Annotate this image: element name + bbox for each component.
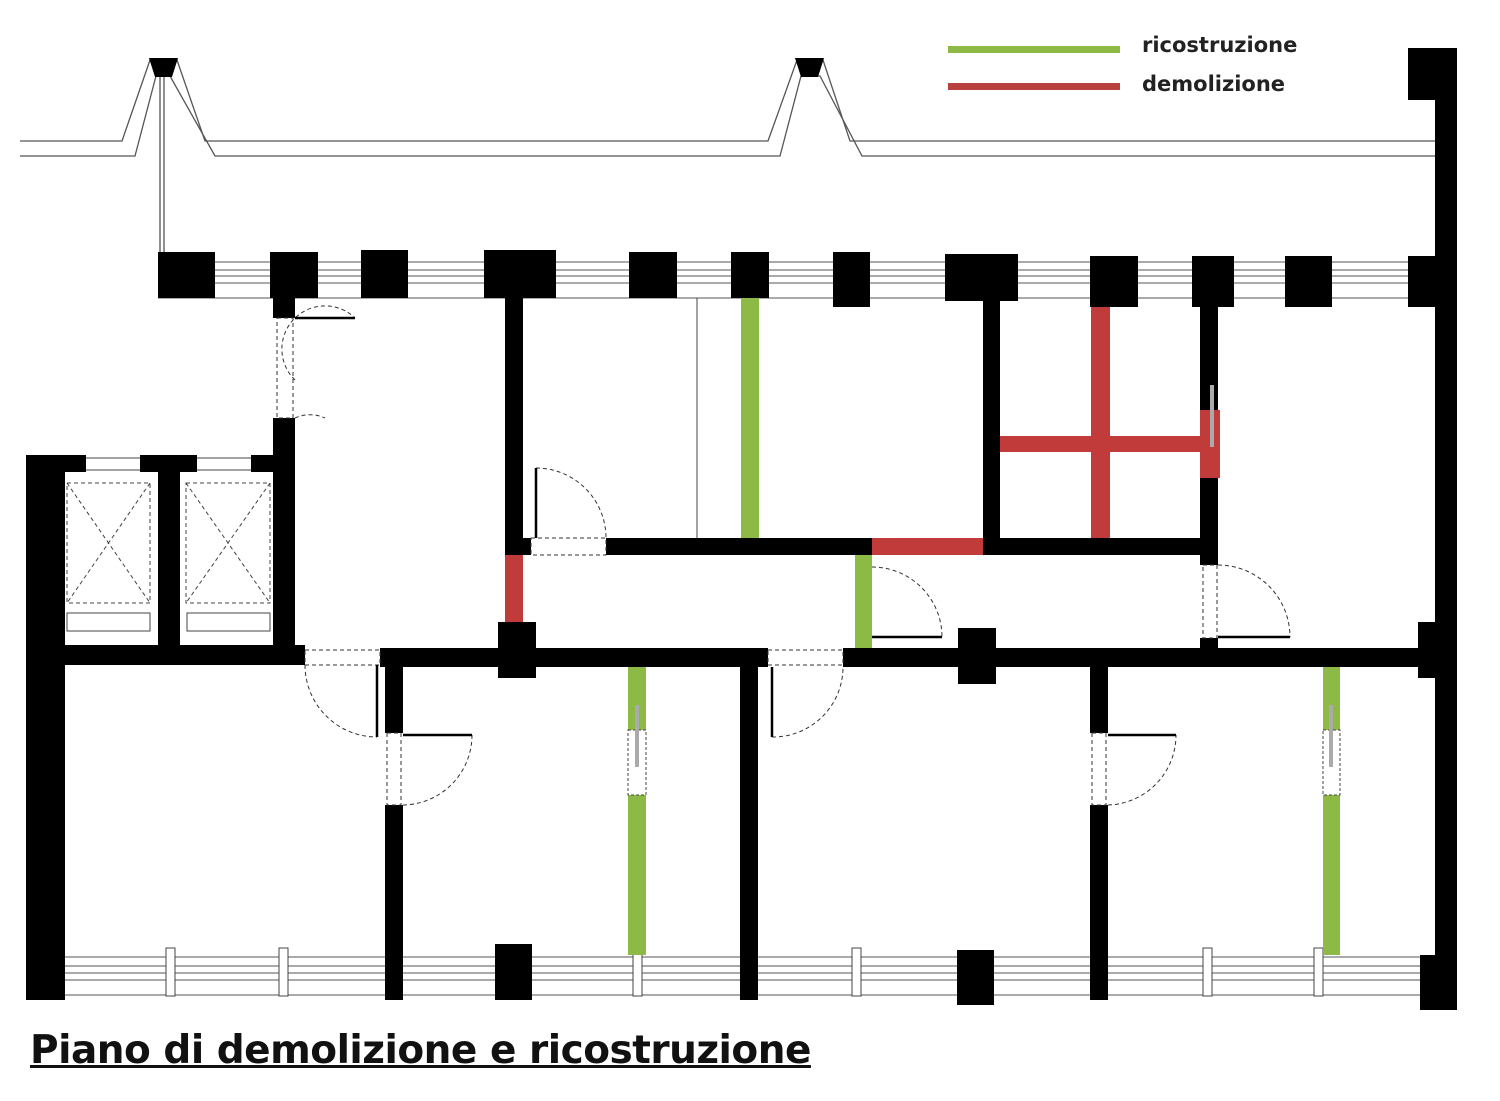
legend-label-ricostruzione: ricostruzione — [1142, 33, 1298, 57]
legend-swatch-demolizione — [948, 83, 1120, 90]
chimney-right — [795, 58, 824, 77]
swing-doors — [276, 305, 1291, 806]
elevator-shafts — [66, 457, 271, 632]
chimney-left — [149, 58, 178, 77]
demolition-walls — [505, 307, 1220, 622]
legend-swatch-ricostruzione — [948, 46, 1120, 53]
sliding-doors — [627, 385, 1341, 796]
page-title: Piano di demolizione e ricostruzione — [30, 1028, 811, 1073]
reconstruction-walls — [628, 298, 1340, 955]
roof-outline — [20, 59, 1435, 252]
window-mullions — [165, 947, 1324, 997]
legend-label-demolizione: demolizione — [1142, 72, 1286, 96]
top-window-band — [158, 261, 1435, 299]
door-leaves — [295, 316, 1290, 737]
existing-walls — [26, 48, 1457, 1010]
